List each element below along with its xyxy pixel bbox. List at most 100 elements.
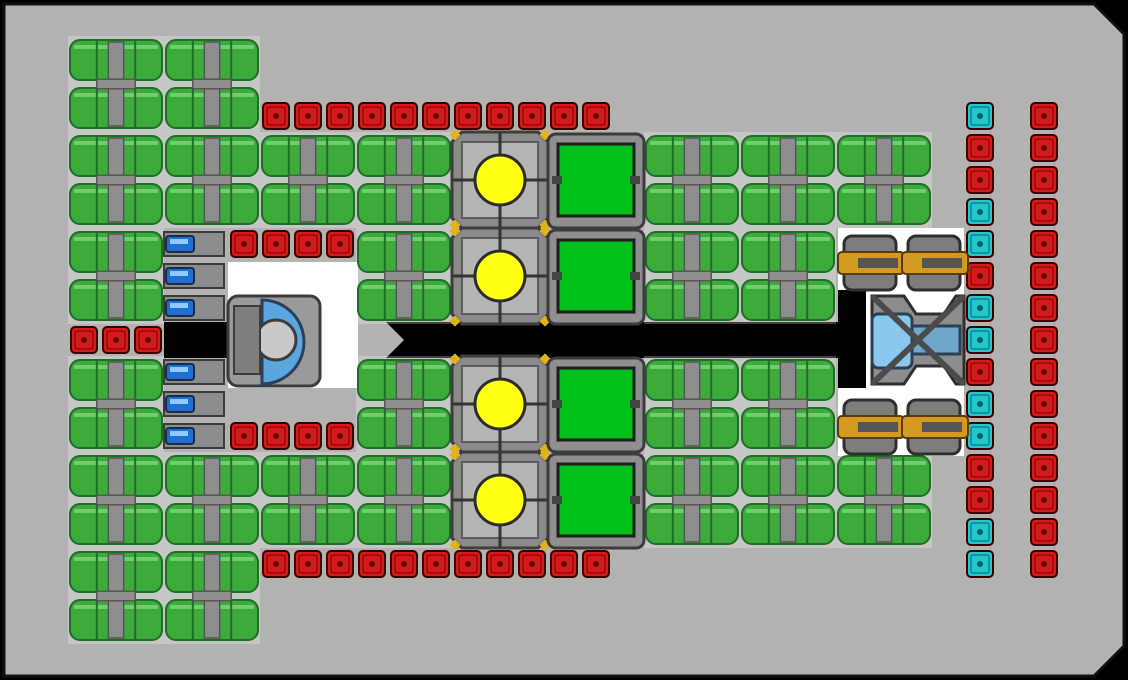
armor-block-icon[interactable] bbox=[262, 230, 290, 258]
fuel-tank-icon[interactable] bbox=[68, 548, 164, 644]
armor-block-icon[interactable] bbox=[1030, 198, 1058, 226]
armor-block-icon[interactable] bbox=[1030, 358, 1058, 386]
fuel-tank-icon[interactable] bbox=[644, 356, 740, 452]
armor-block-icon[interactable] bbox=[262, 102, 290, 130]
armor-block-icon[interactable] bbox=[134, 326, 162, 354]
armor-block-icon[interactable] bbox=[486, 102, 514, 130]
armor-block-icon[interactable] bbox=[966, 518, 994, 546]
fuel-tank-icon[interactable] bbox=[356, 132, 452, 228]
armor-block-icon[interactable] bbox=[358, 550, 386, 578]
armor-block-icon[interactable] bbox=[966, 358, 994, 386]
fuel-tank-icon[interactable] bbox=[164, 36, 260, 132]
fuel-tank-icon[interactable] bbox=[740, 356, 836, 452]
fuel-tank-icon[interactable] bbox=[356, 228, 452, 324]
armor-block-icon[interactable] bbox=[262, 422, 290, 450]
armor-block-icon[interactable] bbox=[422, 102, 450, 130]
fuel-tank-icon[interactable] bbox=[356, 452, 452, 548]
armor-block-icon[interactable] bbox=[326, 102, 354, 130]
fuel-tank-icon[interactable] bbox=[836, 132, 932, 228]
armor-block-icon[interactable] bbox=[454, 550, 482, 578]
fuel-tank-icon[interactable] bbox=[68, 356, 164, 452]
armor-block-icon[interactable] bbox=[294, 422, 322, 450]
armor-block-icon[interactable] bbox=[1030, 518, 1058, 546]
armor-block-icon[interactable] bbox=[966, 390, 994, 418]
reactor-icon[interactable] bbox=[449, 353, 551, 455]
armor-block-icon[interactable] bbox=[1030, 294, 1058, 322]
armor-block-icon[interactable] bbox=[1030, 230, 1058, 258]
fuel-tank-icon[interactable] bbox=[644, 228, 740, 324]
armor-block-icon[interactable] bbox=[966, 294, 994, 322]
armor-block-icon[interactable] bbox=[550, 102, 578, 130]
thruster-icon[interactable] bbox=[163, 359, 225, 385]
armor-block-icon[interactable] bbox=[326, 550, 354, 578]
armor-block-icon[interactable] bbox=[1030, 166, 1058, 194]
armor-block-icon[interactable] bbox=[294, 230, 322, 258]
armor-block-icon[interactable] bbox=[326, 230, 354, 258]
fuel-tank-icon[interactable] bbox=[356, 356, 452, 452]
fuel-tank-icon[interactable] bbox=[164, 548, 260, 644]
fuel-tank-icon[interactable] bbox=[644, 132, 740, 228]
cannon-icon[interactable] bbox=[837, 398, 905, 456]
armor-block-icon[interactable] bbox=[1030, 262, 1058, 290]
thruster-icon[interactable] bbox=[163, 263, 225, 289]
armor-block-icon[interactable] bbox=[966, 326, 994, 354]
armor-block-icon[interactable] bbox=[966, 486, 994, 514]
fuel-tank-icon[interactable] bbox=[68, 36, 164, 132]
armor-block-icon[interactable] bbox=[966, 422, 994, 450]
battery-icon[interactable] bbox=[546, 452, 646, 550]
armor-block-icon[interactable] bbox=[966, 454, 994, 482]
armor-block-icon[interactable] bbox=[294, 550, 322, 578]
fuel-tank-icon[interactable] bbox=[68, 132, 164, 228]
cockpit-icon[interactable] bbox=[226, 294, 322, 388]
battery-icon[interactable] bbox=[546, 228, 646, 326]
armor-block-icon[interactable] bbox=[358, 102, 386, 130]
armor-block-icon[interactable] bbox=[294, 102, 322, 130]
armor-block-icon[interactable] bbox=[518, 102, 546, 130]
cannon-icon[interactable] bbox=[901, 234, 969, 292]
fuel-tank-icon[interactable] bbox=[740, 132, 836, 228]
armor-block-icon[interactable] bbox=[1030, 550, 1058, 578]
fuel-tank-icon[interactable] bbox=[164, 452, 260, 548]
armor-block-icon[interactable] bbox=[70, 326, 98, 354]
armor-block-icon[interactable] bbox=[966, 102, 994, 130]
fuel-tank-icon[interactable] bbox=[644, 452, 740, 548]
armor-block-icon[interactable] bbox=[102, 326, 130, 354]
reactor-icon[interactable] bbox=[449, 225, 551, 327]
armor-block-icon[interactable] bbox=[454, 102, 482, 130]
armor-block-icon[interactable] bbox=[326, 422, 354, 450]
armor-block-icon[interactable] bbox=[390, 550, 418, 578]
armor-block-icon[interactable] bbox=[966, 262, 994, 290]
armor-block-icon[interactable] bbox=[486, 550, 514, 578]
fuel-tank-icon[interactable] bbox=[68, 452, 164, 548]
thruster-icon[interactable] bbox=[163, 391, 225, 417]
thruster-icon[interactable] bbox=[163, 423, 225, 449]
armor-block-icon[interactable] bbox=[518, 550, 546, 578]
armor-block-icon[interactable] bbox=[966, 550, 994, 578]
armor-block-icon[interactable] bbox=[1030, 134, 1058, 162]
fuel-tank-icon[interactable] bbox=[740, 452, 836, 548]
thruster-icon[interactable] bbox=[163, 295, 225, 321]
rail-cannon-icon[interactable] bbox=[869, 293, 967, 387]
armor-block-icon[interactable] bbox=[1030, 102, 1058, 130]
armor-block-icon[interactable] bbox=[262, 550, 290, 578]
fuel-tank-icon[interactable] bbox=[68, 228, 164, 324]
armor-block-icon[interactable] bbox=[1030, 422, 1058, 450]
armor-block-icon[interactable] bbox=[582, 102, 610, 130]
reactor-icon[interactable] bbox=[449, 449, 551, 551]
armor-block-icon[interactable] bbox=[582, 550, 610, 578]
armor-block-icon[interactable] bbox=[390, 102, 418, 130]
armor-block-icon[interactable] bbox=[230, 422, 258, 450]
armor-block-icon[interactable] bbox=[1030, 326, 1058, 354]
cannon-icon[interactable] bbox=[901, 398, 969, 456]
fuel-tank-icon[interactable] bbox=[740, 228, 836, 324]
battery-icon[interactable] bbox=[546, 356, 646, 454]
battery-icon[interactable] bbox=[546, 132, 646, 230]
fuel-tank-icon[interactable] bbox=[260, 132, 356, 228]
armor-block-icon[interactable] bbox=[422, 550, 450, 578]
armor-block-icon[interactable] bbox=[1030, 486, 1058, 514]
armor-block-icon[interactable] bbox=[1030, 454, 1058, 482]
thruster-icon[interactable] bbox=[163, 231, 225, 257]
armor-block-icon[interactable] bbox=[966, 230, 994, 258]
